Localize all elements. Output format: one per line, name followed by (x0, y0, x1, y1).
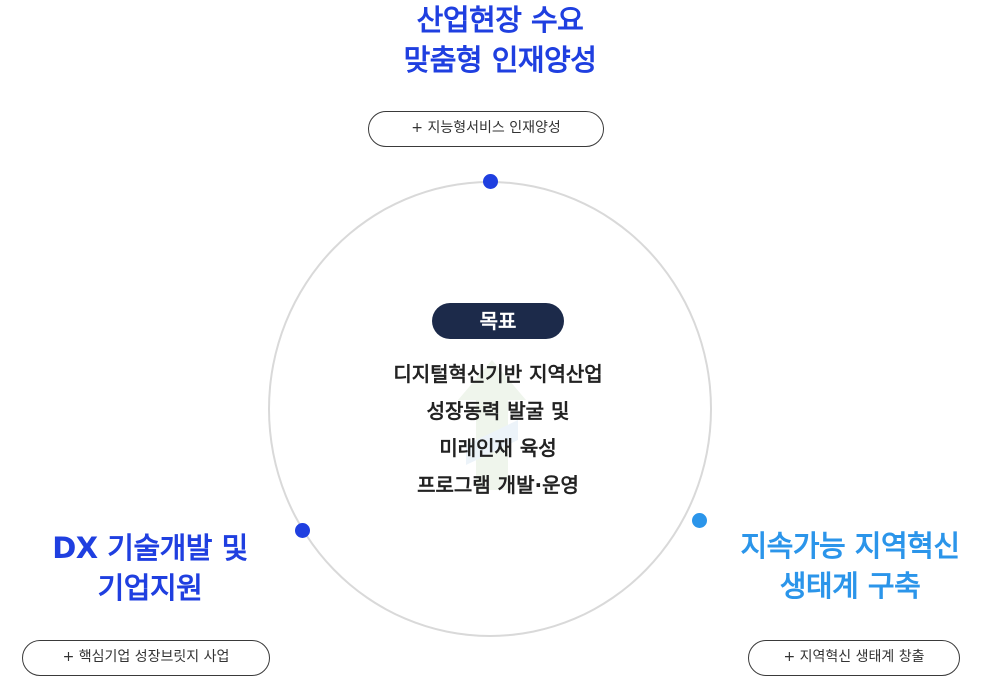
heading-top-line: 맞춤형 인재양성 (403, 43, 597, 77)
heading-left-line: 기업지원 (97, 571, 203, 605)
heading-right-line: 생태계 구축 (779, 569, 921, 603)
heading-left: DX 기술개발 및 기업지원 (0, 528, 300, 608)
goal-line: 성장동력 발굴 및 (426, 399, 570, 423)
goal-line: 디지털혁신기반 지역산업 (393, 362, 603, 386)
goal-line: 프로그램 개발·운영 (417, 473, 579, 497)
pill-left[interactable]: + 핵심기업 성장브릿지 사업 (22, 640, 270, 676)
faint-logo-watermark (458, 360, 526, 490)
heading-top-line: 산업현장 수요 (416, 3, 584, 37)
goal-line: 미래인재 육성 (439, 436, 557, 460)
goal-badge: 목표 (432, 303, 564, 339)
pill-right[interactable]: + 지역혁신 생태계 창출 (748, 640, 960, 676)
heading-right-line: 지속가능 지역혁신 (740, 529, 960, 563)
goal-description: 디지털혁신기반 지역산업 성장동력 발굴 및 미래인재 육성 프로그램 개발·운… (330, 356, 666, 504)
node-dot-top (483, 174, 498, 189)
heading-top: 산업현장 수요 맞춤형 인재양성 (300, 0, 700, 80)
node-dot-left (295, 523, 310, 538)
node-dot-right (692, 513, 707, 528)
pill-top[interactable]: + 지능형서비스 인재양성 (368, 111, 604, 147)
heading-right: 지속가능 지역혁신 생태계 구축 (700, 526, 1000, 606)
heading-left-line: DX 기술개발 및 (52, 531, 248, 565)
